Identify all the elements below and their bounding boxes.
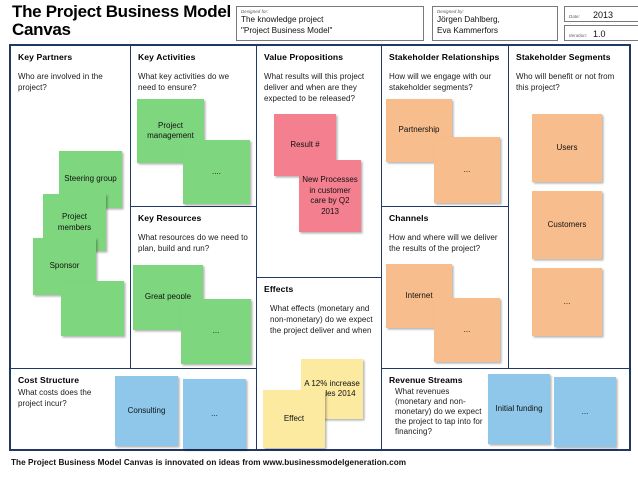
divider-col4 — [508, 46, 509, 368]
revenue-streams-title: Revenue Streams — [389, 375, 463, 385]
designed-by-box[interactable]: Designed by: Jörgen Dahlberg, Eva Kammer… — [432, 6, 558, 41]
divider-revenue-row — [381, 368, 629, 369]
divider-activities-resources — [130, 206, 256, 207]
divider-col2 — [256, 46, 257, 451]
divider-cost-row — [11, 368, 256, 369]
block-channels[interactable]: Channels How and where will we deliver t… — [382, 207, 508, 368]
note-effect[interactable]: Effect — [263, 390, 325, 448]
note-cost-placeholder[interactable]: ... — [183, 379, 246, 449]
iteration-value: 1.0 — [593, 29, 606, 39]
block-stakeholder-segments[interactable]: Stakeholder Segments Who will benefit or… — [509, 46, 629, 368]
designed-by-label: Designed by: — [437, 9, 464, 14]
block-key-partners[interactable]: Key Partners Who are involved in the pro… — [11, 46, 130, 368]
block-key-resources[interactable]: Key Resources What resources do we need … — [131, 207, 256, 368]
key-partners-title: Key Partners — [18, 52, 73, 62]
effects-title: Effects — [264, 284, 294, 294]
note-consulting[interactable]: Consulting — [115, 376, 178, 446]
cost-structure-title: Cost Structure — [18, 375, 80, 385]
date-box[interactable]: Date: 2013 — [564, 6, 638, 22]
cost-structure-question: What costs does the project incur? — [18, 388, 92, 408]
date-value: 2013 — [593, 10, 614, 20]
note-key-partners-blank[interactable] — [61, 281, 124, 336]
revenue-streams-question: What revenues (monetary and non-monetary… — [395, 387, 483, 436]
key-resources-title: Key Resources — [138, 213, 202, 223]
block-value-propositions[interactable]: Value Propositions What results will thi… — [257, 46, 381, 277]
divider-col3 — [381, 46, 382, 451]
footer-attribution: The Project Business Model Canvas is inn… — [11, 458, 407, 467]
key-resources-question: What resources do we need to plan, build… — [138, 233, 248, 253]
stakeholder-relationships-question: How will we engage with our stakeholder … — [389, 72, 492, 92]
note-segments-placeholder[interactable]: ... — [532, 268, 602, 336]
iteration-label: Iteration: — [569, 33, 588, 38]
note-customers[interactable]: Customers — [532, 191, 602, 259]
effects-question: What effects (monetary and non-monetary)… — [270, 304, 373, 335]
designed-for-box[interactable]: Designed for: The knowledge project "Pro… — [236, 6, 424, 41]
designed-by-line2: Eva Kammerfors — [437, 25, 498, 35]
stakeholder-relationships-title: Stakeholder Relationships — [389, 52, 500, 62]
block-key-activities[interactable]: Key Activities What key activities do we… — [131, 46, 256, 206]
iteration-box[interactable]: Iteration: 1.0 — [564, 25, 638, 41]
designed-for-line1: The knowledge project — [241, 15, 324, 24]
divider-value-effects — [256, 277, 381, 278]
block-effects[interactable]: Effects What effects (monetary and non-m… — [257, 278, 381, 368]
note-internet[interactable]: Internet — [386, 264, 452, 328]
note-key-resources-placeholder[interactable]: ... — [181, 299, 251, 364]
designed-for-label: Designed for: — [241, 9, 269, 14]
page-title: The Project Business Model Canvas — [12, 2, 231, 39]
canvas-header: The Project Business Model Canvas Design… — [8, 2, 638, 41]
key-activities-title: Key Activities — [138, 52, 196, 62]
note-initial-funding[interactable]: Initial funding — [488, 374, 550, 444]
note-revenue-placeholder[interactable]: ... — [554, 377, 616, 447]
designed-by-line1: Jörgen Dahlberg, — [437, 15, 500, 24]
block-revenue-streams[interactable]: Revenue Streams What revenues (monetary … — [382, 369, 629, 451]
canvas-grid: Key Partners Who are involved in the pro… — [9, 44, 631, 451]
divider-relationships-channels — [381, 206, 508, 207]
note-key-activities-placeholder[interactable]: .... — [183, 140, 250, 204]
key-partners-question: Who are involved in the project? — [18, 72, 103, 92]
note-new-processes[interactable]: New Processes in customer care by Q2 201… — [299, 160, 361, 232]
designed-for-line2: "Project Business Model" — [241, 25, 333, 35]
channels-title: Channels — [389, 213, 429, 223]
block-cost-structure[interactable]: Cost Structure What costs does the proje… — [11, 369, 256, 451]
note-relationships-placeholder[interactable]: ... — [434, 137, 500, 203]
stakeholder-segments-title: Stakeholder Segments — [516, 52, 611, 62]
note-channels-placeholder[interactable]: ... — [434, 298, 500, 362]
value-propositions-title: Value Propositions — [264, 52, 344, 62]
divider-col1 — [130, 46, 131, 368]
key-activities-question: What key activities do we need to ensure… — [138, 72, 230, 92]
stakeholder-segments-question: Who will benefit or not from this projec… — [516, 72, 615, 92]
block-stakeholder-relationships[interactable]: Stakeholder Relationships How will we en… — [382, 46, 508, 206]
value-propositions-question: What results will this project deliver a… — [264, 72, 365, 103]
note-users[interactable]: Users — [532, 114, 602, 182]
channels-question: How and where will we deliver the result… — [389, 233, 498, 253]
date-label: Date: — [569, 14, 580, 19]
